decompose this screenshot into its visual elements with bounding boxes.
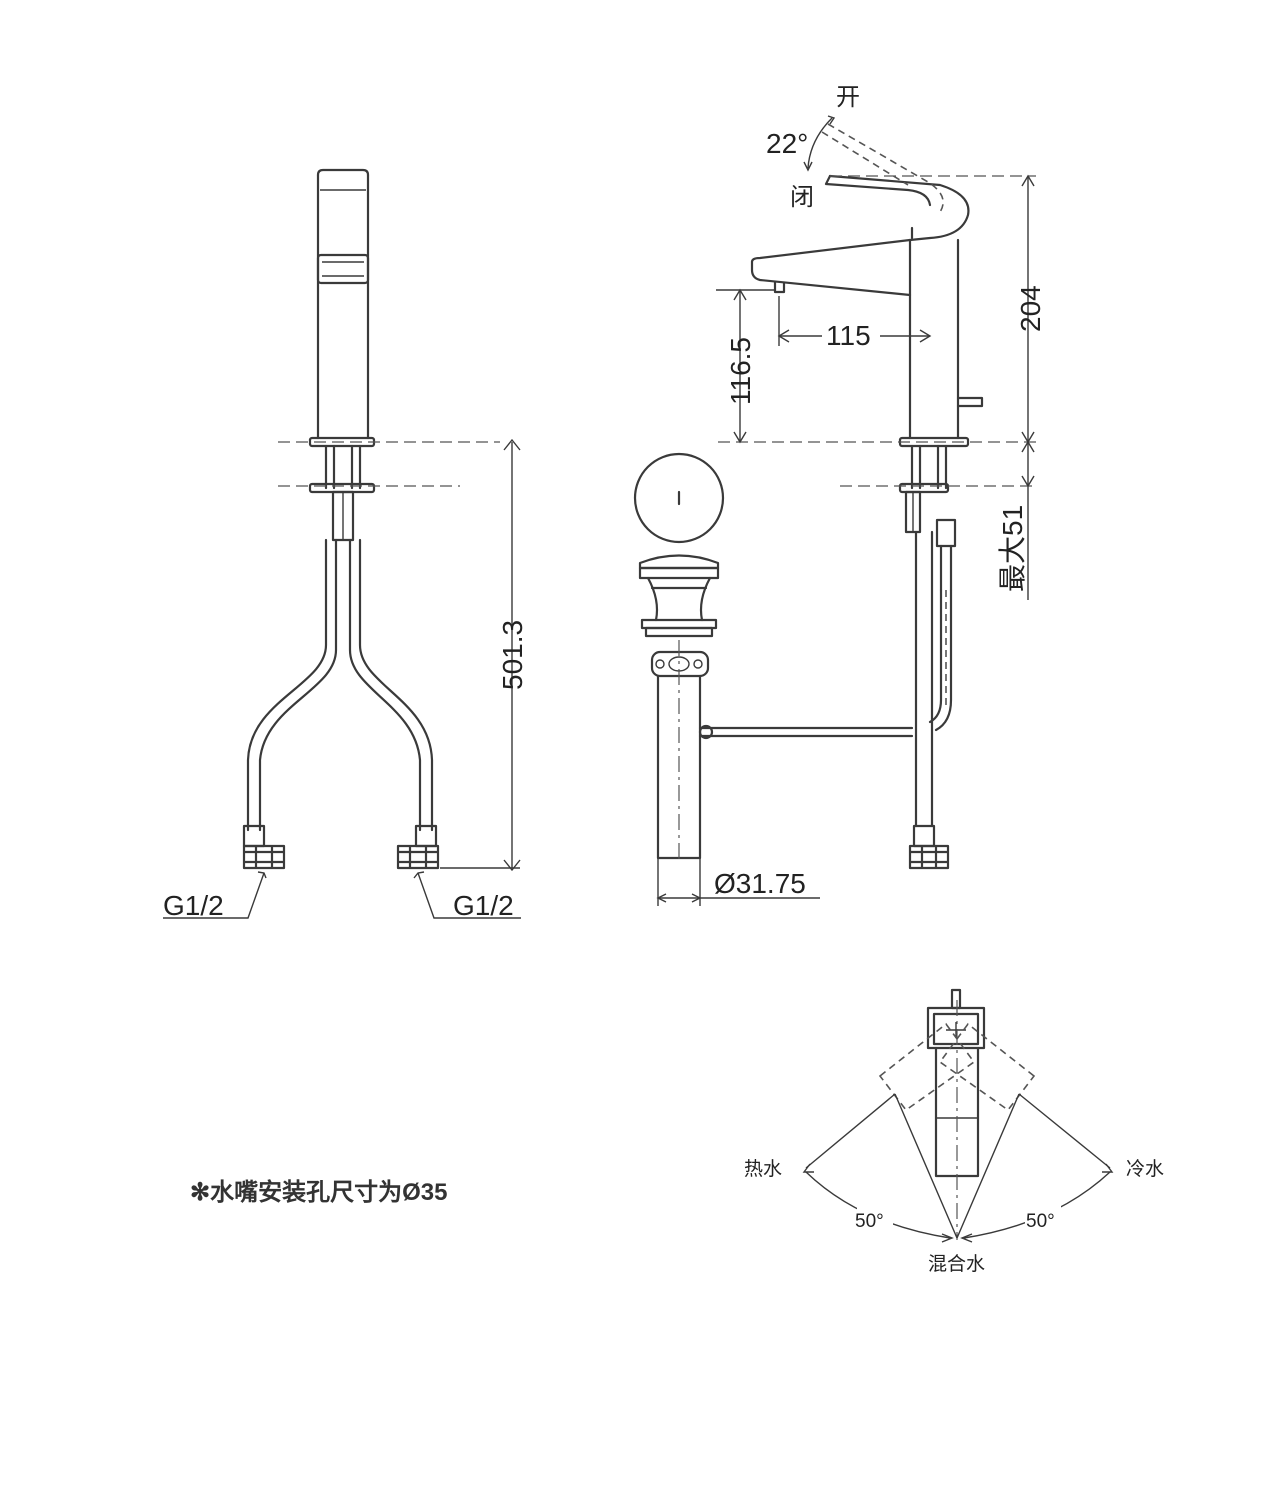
dimension-drain-diameter: Ø31.75 <box>656 858 820 906</box>
angle-right-label: 50° <box>1026 1211 1055 1232</box>
connector-left-label: G1/2 <box>163 890 224 921</box>
hot-water-label: 热水 <box>744 1158 782 1180</box>
handle-angle: 22° 开 闭 <box>766 84 860 211</box>
dimension-501-3-label: 501.3 <box>497 620 528 690</box>
dimension-116-5-label: 116.5 <box>725 337 756 405</box>
connector-labels: G1/2 G1/2 <box>163 871 521 921</box>
dimension-115-label: 115 <box>826 320 871 351</box>
closed-label: 闭 <box>790 184 814 211</box>
dimension-204: 204 <box>1015 174 1046 444</box>
handle-angle-label: 22° <box>766 128 808 159</box>
cold-water-label: 冷水 <box>1126 1158 1164 1180</box>
connector-right-label: G1/2 <box>453 890 514 921</box>
dimension-max-51: 最大51 <box>997 440 1035 600</box>
dimension-116-5: 116.5 <box>716 288 776 444</box>
dimension-115: 115 <box>777 296 932 351</box>
top-view-handle-rotation: 热水 冷水 50° 50° 混合水 <box>744 988 1164 1275</box>
mixed-water-label: 混合水 <box>928 1253 985 1275</box>
dimension-max-51-label: 最大51 <box>997 505 1028 592</box>
front-view <box>242 168 500 870</box>
side-view <box>718 123 1036 870</box>
angle-left-label: 50° <box>855 1211 884 1232</box>
open-label: 开 <box>836 84 860 111</box>
dimension-501-3: 501.3 <box>440 438 528 872</box>
pop-up-drain <box>633 452 914 860</box>
drain-diameter-label: Ø31.75 <box>714 868 806 899</box>
dimension-204-label: 204 <box>1015 285 1046 332</box>
installation-note: ✻水嘴安装孔尺寸为Ø35 <box>190 1178 447 1206</box>
